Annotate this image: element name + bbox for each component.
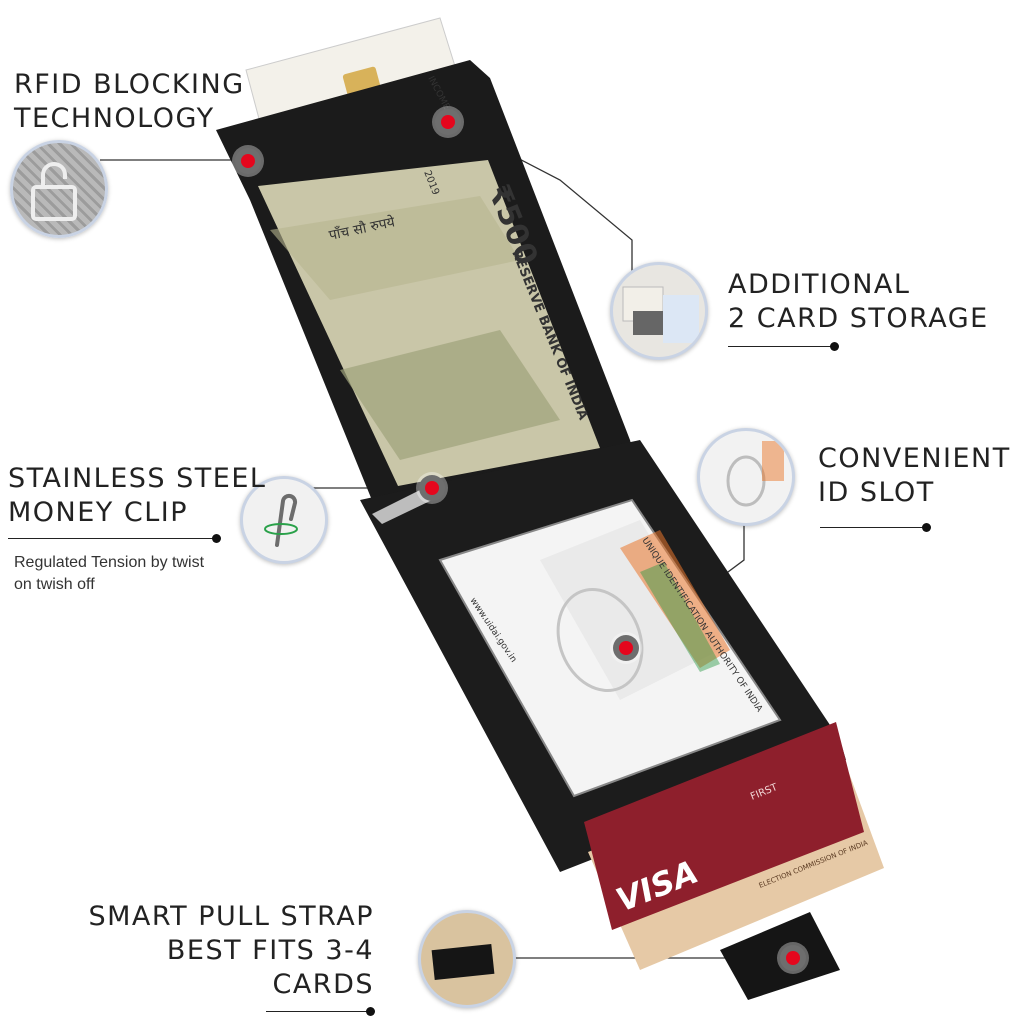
banknote: ₹500 RESERVE BANK OF INDIA पाँच सौ रुपये… <box>258 160 600 486</box>
idslot-label-line1: CONVENIENT <box>818 443 1011 474</box>
clip-label-line2: MONEY CLIP <box>8 497 189 528</box>
lock-icon <box>31 162 77 221</box>
strap-underline <box>266 1011 370 1012</box>
strap-label-line3: CARDS <box>272 969 374 1000</box>
clip-sublabel-line1: Regulated Tension by twist <box>14 554 205 571</box>
clip-sublabel-line2: on twish off <box>14 576 95 593</box>
strap-label-line2: BEST FITS 3-4 <box>166 935 374 966</box>
clip-underline <box>8 538 216 539</box>
strap-thumbnail <box>418 910 516 1008</box>
storage-underline <box>728 346 832 347</box>
hotspot-idslot[interactable] <box>613 635 639 661</box>
hotspot-rfid[interactable] <box>235 148 261 174</box>
money-clip <box>372 490 432 524</box>
rfid-thumbnail <box>10 140 108 238</box>
clip-thumbnail <box>240 476 328 564</box>
pulled-cards: VISA FIRST ELECTION COMMISSION OF INDIA <box>584 722 884 970</box>
hotspot-clip[interactable] <box>419 475 445 501</box>
strap-label-line1: SMART PULL STRAP <box>88 901 374 932</box>
id-window: UNIQUE IDENTIFICATION AUTHORITY OF INDIA… <box>438 498 782 798</box>
storage-thumbnail <box>610 262 708 360</box>
storage-label: ADDITIONAL 2 CARD STORAGE <box>728 268 989 336</box>
rfid-label: RFID BLOCKING TECHNOLOGY <box>14 68 245 136</box>
clip-icon <box>264 493 298 547</box>
clip-sublabel: Regulated Tension by twist on twish off <box>14 552 204 596</box>
idslot-label-line2: ID SLOT <box>818 477 935 508</box>
idslot-label: CONVENIENT ID SLOT <box>818 442 1011 510</box>
hotspot-strap[interactable] <box>780 945 806 971</box>
idslot-thumbnail <box>697 428 795 526</box>
rfid-label-line2: TECHNOLOGY <box>14 103 215 134</box>
rfid-label-line1: RFID BLOCKING <box>14 69 245 100</box>
storage-underline-dot <box>830 342 839 351</box>
idslot-underline-dot <box>922 523 931 532</box>
clip-label-line1: STAINLESS STEEL <box>8 463 267 494</box>
storage-label-line2: 2 CARD STORAGE <box>728 303 989 334</box>
strap-label: SMART PULL STRAP BEST FITS 3-4 CARDS <box>88 900 374 1002</box>
storage-label-line1: ADDITIONAL <box>728 269 911 300</box>
clip-label: STAINLESS STEEL MONEY CLIP <box>8 462 266 530</box>
hotspot-storage[interactable] <box>435 109 461 135</box>
idslot-underline <box>820 527 924 528</box>
strap-underline-dot <box>366 1007 375 1016</box>
clip-underline-dot <box>212 534 221 543</box>
